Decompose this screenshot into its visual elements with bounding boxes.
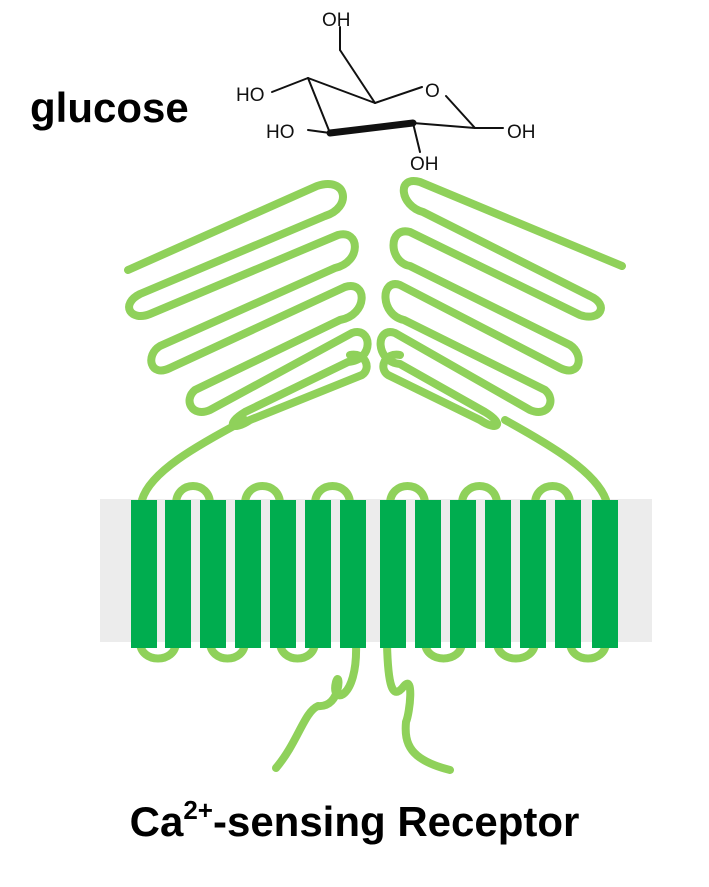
extracellular-loop (386, 482, 429, 508)
hydroxyl-label: HO (266, 122, 295, 143)
extracellular-loop (172, 482, 214, 508)
hydroxyl-label: OH (507, 122, 536, 143)
extracellular-loop (311, 482, 354, 508)
cytoplasmic-tail (272, 640, 361, 772)
transmembrane-helix (555, 500, 581, 648)
hydroxyl-label: OH (322, 10, 351, 31)
left-lobe-strand (124, 180, 372, 430)
transmembrane-helix (235, 500, 261, 648)
glucose-label: glucose (30, 84, 189, 131)
transmembrane-helix (200, 500, 226, 648)
extracellular-loop (531, 482, 574, 508)
transmembrane-helix (485, 500, 511, 648)
transmembrane-helix (592, 500, 618, 648)
glucose-molecule: OH HO HO OH OH O (236, 10, 536, 175)
transmembrane-helix (450, 500, 476, 648)
transmembrane-helix (415, 500, 441, 648)
receptor-title: Ca2+-sensing Receptor (0, 795, 709, 846)
cytoplasmic-tail (383, 640, 454, 774)
transmembrane-helix (131, 500, 157, 648)
transmembrane-helix (520, 500, 546, 648)
right-linker-strand (501, 416, 610, 504)
title-suffix: -sensing Receptor (212, 798, 580, 845)
transmembrane-helix (305, 500, 331, 648)
title-prefix: Ca (129, 798, 184, 845)
left-linker-strand (138, 416, 249, 504)
transmembrane-helix (165, 500, 191, 648)
transmembrane-helix (380, 500, 406, 648)
transmembrane-helix (340, 500, 366, 648)
title-superscript: 2+ (183, 795, 213, 825)
hydroxyl-label: OH (410, 154, 439, 175)
ring-oxygen-label: O (425, 81, 440, 102)
transmembrane-helix (270, 500, 296, 648)
right-lobe-strand (376, 177, 626, 430)
hydroxyl-label: HO (236, 85, 265, 106)
extracellular-loop (241, 482, 284, 508)
extracellular-loop (458, 482, 501, 508)
